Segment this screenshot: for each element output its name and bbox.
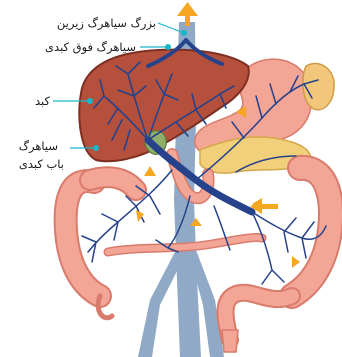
spleen: [303, 63, 334, 109]
label-liver: کبد: [35, 94, 51, 108]
label-inferior-vena-cava: بزرگ سیاهرگ زیرین: [57, 16, 156, 31]
rectum: [222, 330, 238, 352]
label-portal-vein-line2: باب کبدی: [19, 157, 64, 171]
label-hepatic-vein: سیاهرگ فوق کبدی: [45, 40, 136, 55]
vena-cava-branch-left: [138, 250, 180, 357]
label-portal-vein-line1: سیاهرگ: [19, 139, 58, 154]
